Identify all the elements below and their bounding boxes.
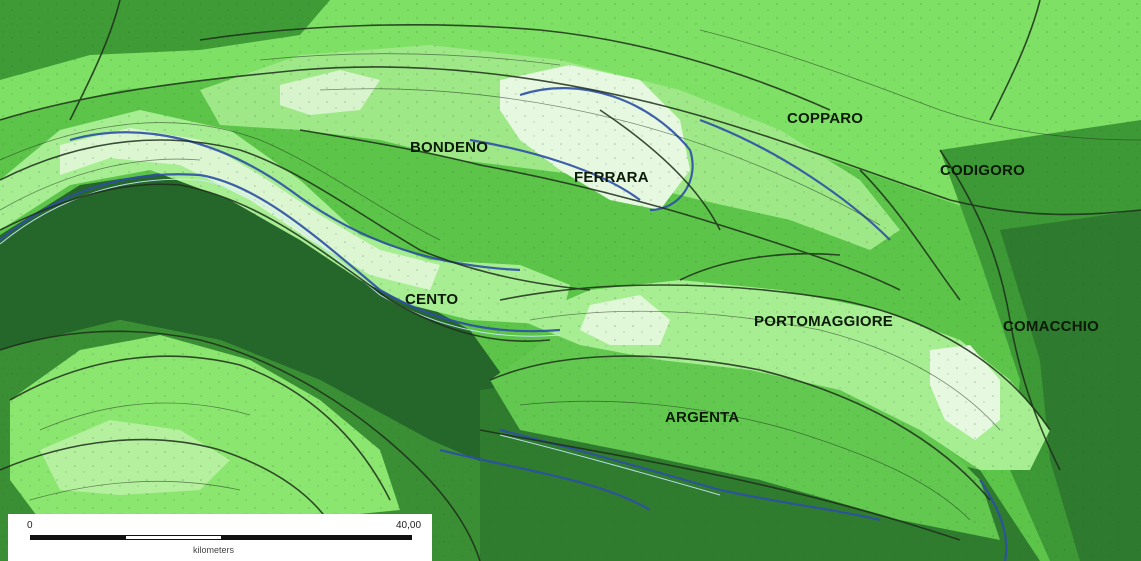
river-network (0, 87, 1008, 561)
scale-bar (30, 535, 412, 540)
place-label-cento: CENTO (405, 291, 459, 308)
scale-segment (31, 536, 126, 539)
place-label-comacchio: COMACCHIO (1003, 318, 1099, 335)
scale-segment (221, 536, 411, 539)
scale-segment (126, 536, 221, 539)
place-label-copparo: COPPARO (787, 110, 864, 127)
place-label-bondeno: BONDENO (410, 139, 489, 156)
scale-bar-box: 0 40,00 kilometers (8, 514, 432, 561)
place-label-codigoro: CODIGORO (940, 162, 1025, 179)
scale-end-label: 40,00 (396, 520, 422, 531)
place-label-ferrara: FERRARA (574, 169, 649, 186)
place-label-portomaggiore: PORTOMAGGIORE (754, 313, 893, 330)
place-label-argenta: ARGENTA (665, 409, 740, 426)
scale-unit-label: kilometers (193, 545, 235, 555)
scale-start-label: 0 (27, 520, 33, 531)
